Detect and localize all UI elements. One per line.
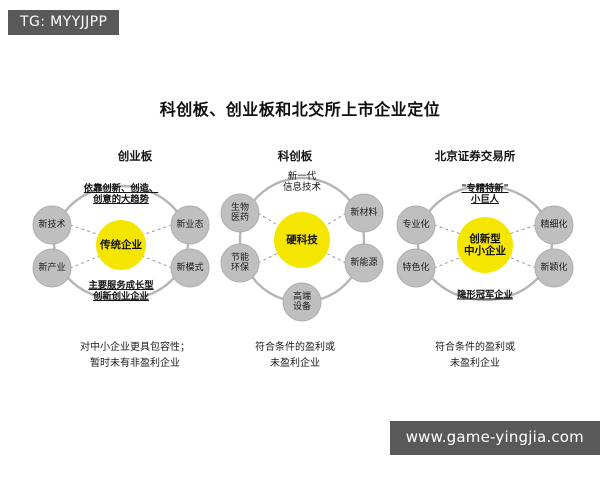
cluster-1-node-lb-circle[interactable] bbox=[220, 243, 260, 283]
cluster-0-ring-bottom-line2: 创新创业企业 bbox=[93, 291, 149, 302]
cluster-2-core-circle bbox=[457, 217, 513, 273]
cluster-2-ring-top-line1: "专精特新" bbox=[461, 183, 509, 195]
cluster-0-caption: 对中小企业更具包容性； 暂时未有非盈利企业 bbox=[45, 340, 225, 371]
cluster-0-connector-rb bbox=[141, 255, 173, 269]
cluster-2-connector-lb bbox=[433, 255, 465, 269]
cluster-0-ring-bottom-label: 主要服务成长型 创新创业企业 bbox=[88, 280, 154, 303]
cluster-heading-1-label: 科创板 bbox=[277, 149, 313, 163]
cluster-1-ring-top-line2: 信息技术 bbox=[282, 182, 322, 193]
cluster-2-ring-bottom-line1: 隐形冠军企业 bbox=[457, 289, 513, 301]
tg-tag-badge: TG: MYYJJPP bbox=[8, 10, 120, 35]
page-title: 科创板、创业板和北交所上市企业定位 bbox=[0, 96, 600, 120]
cluster-2-node-lb-circle[interactable] bbox=[396, 248, 436, 288]
cluster-2-connector-rb bbox=[505, 255, 537, 269]
cluster-0-core-label: 传统企业 bbox=[100, 239, 142, 251]
cluster-2-node-rt-circle[interactable] bbox=[534, 205, 574, 245]
cluster-0-ring-top-label: 依靠创新、创造、 创意的大趋势 bbox=[83, 183, 159, 206]
cluster-2-core-line1: 创新型 bbox=[469, 232, 501, 245]
cluster-0-core-line1: 传统企业 bbox=[100, 238, 142, 251]
cluster-0-connector-rt bbox=[141, 224, 173, 236]
cluster-2-caption-line2: 未盈利企业 bbox=[450, 357, 500, 369]
cluster-0-graphic bbox=[32, 184, 210, 302]
cluster-1-core-circle bbox=[274, 212, 330, 268]
page-title-text: 科创板、创业板和北交所上市企业定位 bbox=[159, 100, 441, 119]
cluster-1-connector-lb bbox=[257, 251, 281, 264]
cluster-1-node-rt-circle[interactable] bbox=[344, 193, 384, 233]
site-watermark-label: www.game-yingjia.com bbox=[405, 428, 584, 446]
cluster-1-core-label: 硬科技 bbox=[286, 234, 318, 246]
cluster-heading-2: 北京证券交易所 bbox=[385, 148, 565, 164]
cluster-2-node-rb-circle[interactable] bbox=[534, 248, 574, 288]
cluster-1-ring-top-label: 新一代 信息技术 bbox=[283, 171, 321, 193]
cluster-2-core-label: 创新型 中小企业 bbox=[464, 233, 506, 257]
cluster-0-connector-lb bbox=[69, 255, 101, 269]
cluster-0-node-lt-circle[interactable] bbox=[32, 205, 72, 245]
cluster-diagram-beijiaosuo: "专精特新" 小巨人 隐形冠军企业 创新型 中小企业 专业化 特色化 精细化 新… bbox=[390, 168, 580, 318]
cluster-2-ring-top-line2: 小巨人 bbox=[471, 194, 499, 205]
cluster-2-connector-rt bbox=[505, 224, 537, 236]
site-watermark-badge: www.game-yingjia.com bbox=[389, 421, 600, 455]
tg-tag-label: TG: MYYJJPP bbox=[20, 14, 108, 30]
cluster-1-node-lt-circle[interactable] bbox=[220, 193, 260, 233]
cluster-1-node-bottom-circle[interactable] bbox=[282, 282, 322, 322]
cluster-0-caption-line2: 暂时未有非盈利企业 bbox=[90, 357, 180, 369]
cluster-heading-0-label: 创业板 bbox=[117, 149, 153, 163]
cluster-1-connector-lt bbox=[257, 212, 283, 229]
cluster-2-caption-line1: 符合条件的盈利或 bbox=[435, 342, 515, 353]
cluster-2-node-lt-circle[interactable] bbox=[396, 205, 436, 245]
cluster-1-graphic bbox=[220, 176, 384, 322]
cluster-0-node-rb-circle[interactable] bbox=[170, 248, 210, 288]
cluster-0-connector-lt bbox=[69, 224, 101, 236]
cluster-1-connector-rt bbox=[321, 212, 347, 229]
cluster-2-connector-lt bbox=[433, 224, 465, 236]
cluster-heading-0: 创业板 bbox=[55, 148, 215, 164]
cluster-1-ring-top-line1: 新一代 bbox=[287, 170, 317, 182]
cluster-diagram-kechuangban: 新一代 信息技术 高端 设备 硬科技 生物 医药 节能 环保 新材料 新能源 bbox=[216, 168, 388, 322]
cluster-1-caption-line2: 未盈利企业 bbox=[270, 357, 320, 369]
cluster-2-caption: 符合条件的盈利或 未盈利企业 bbox=[385, 340, 565, 371]
cluster-1-core-line1: 硬科技 bbox=[286, 233, 318, 246]
cluster-diagram-chuangyeban: 依靠创新、创造、 创意的大趋势 主要服务成长型 创新创业企业 传统企业 新技术 … bbox=[26, 168, 216, 318]
cluster-0-caption-line1: 对中小企业更具包容性； bbox=[80, 342, 190, 353]
cluster-1-caption-line1: 符合条件的盈利或 bbox=[255, 342, 335, 353]
cluster-2-graphic bbox=[396, 184, 574, 302]
cluster-heading-1: 科创板 bbox=[215, 148, 375, 164]
cluster-0-core-circle bbox=[96, 220, 146, 270]
cluster-0-ring-top-line2: 创意的大趋势 bbox=[93, 194, 149, 205]
cluster-2-core-line2: 中小企业 bbox=[464, 245, 506, 257]
cluster-0-ring-bottom-line1: 主要服务成长型 bbox=[88, 280, 154, 292]
cluster-2-ring-top-label: "专精特新" 小巨人 bbox=[461, 183, 509, 206]
cluster-1-caption: 符合条件的盈利或 未盈利企业 bbox=[215, 340, 375, 371]
cluster-0-node-lb-circle[interactable] bbox=[32, 248, 72, 288]
cluster-0-node-rt-circle[interactable] bbox=[170, 205, 210, 245]
cluster-2-ring-bottom-label: 隐形冠军企业 bbox=[457, 289, 513, 302]
cluster-1-connector-rb bbox=[323, 251, 347, 264]
cluster-0-ring-top-line1: 依靠创新、创造、 bbox=[83, 183, 159, 195]
cluster-1-node-rb-circle[interactable] bbox=[344, 243, 384, 283]
cluster-heading-2-label: 北京证券交易所 bbox=[434, 149, 516, 163]
